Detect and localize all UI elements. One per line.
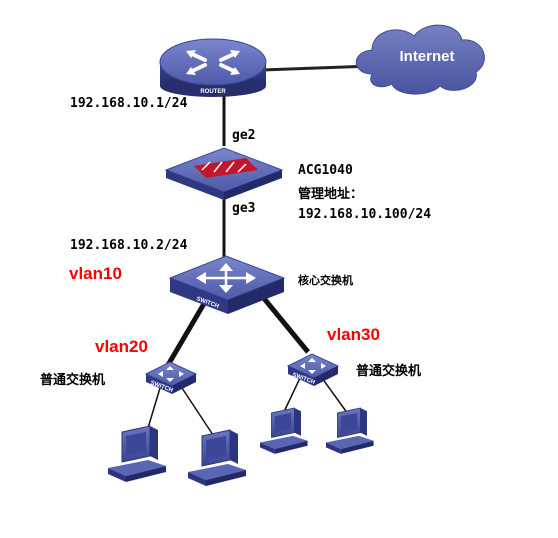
router-icon: ROUTER — [159, 38, 267, 97]
left-switch-icon: SWITCH — [144, 361, 198, 394]
vlan30-label: vlan30 — [327, 325, 380, 344]
internet-cloud-icon: Internet — [355, 24, 485, 95]
router-badge: ROUTER — [200, 89, 226, 95]
core-switch-name: 核心交换机 — [298, 274, 353, 287]
links — [144, 64, 373, 439]
right-switch-icon: SWITCH — [286, 353, 340, 386]
firewall-mgmt-ip: 192.168.10.100/24 — [298, 207, 432, 222]
link-core-right-switch — [260, 294, 310, 354]
router-ip-label: 192.168.10.1/24 — [70, 96, 188, 111]
link-router-internet — [261, 64, 373, 72]
firewall-port-ge2: ge2 — [232, 128, 256, 143]
core-switch-ip-label: 192.168.10.2/24 — [70, 238, 188, 253]
left-switch-name: 普通交换机 — [40, 373, 106, 388]
link-left-switch-pc2 — [181, 387, 216, 439]
firewall-port-ge3: ge3 — [232, 201, 256, 216]
firewall-name: ACG1040 — [298, 163, 353, 178]
link-right-switch-pc2 — [321, 377, 349, 415]
link-core-left-switch — [165, 300, 208, 367]
firewall-icon — [164, 147, 284, 200]
internet-label: Internet — [399, 48, 454, 65]
vlan10-label: vlan10 — [69, 264, 122, 283]
core-switch-icon: SWITCH — [168, 255, 286, 314]
pc-icon — [326, 407, 374, 454]
firewall-mgmt-label: 管理地址： — [298, 187, 364, 202]
vlan20-label: vlan20 — [95, 337, 148, 356]
pc-icon — [188, 429, 246, 486]
link-right-switch-pc1 — [282, 377, 301, 415]
pc-icon — [260, 407, 308, 454]
right-switch-name: 普通交换机 — [356, 364, 422, 379]
pc-icon — [108, 425, 166, 482]
